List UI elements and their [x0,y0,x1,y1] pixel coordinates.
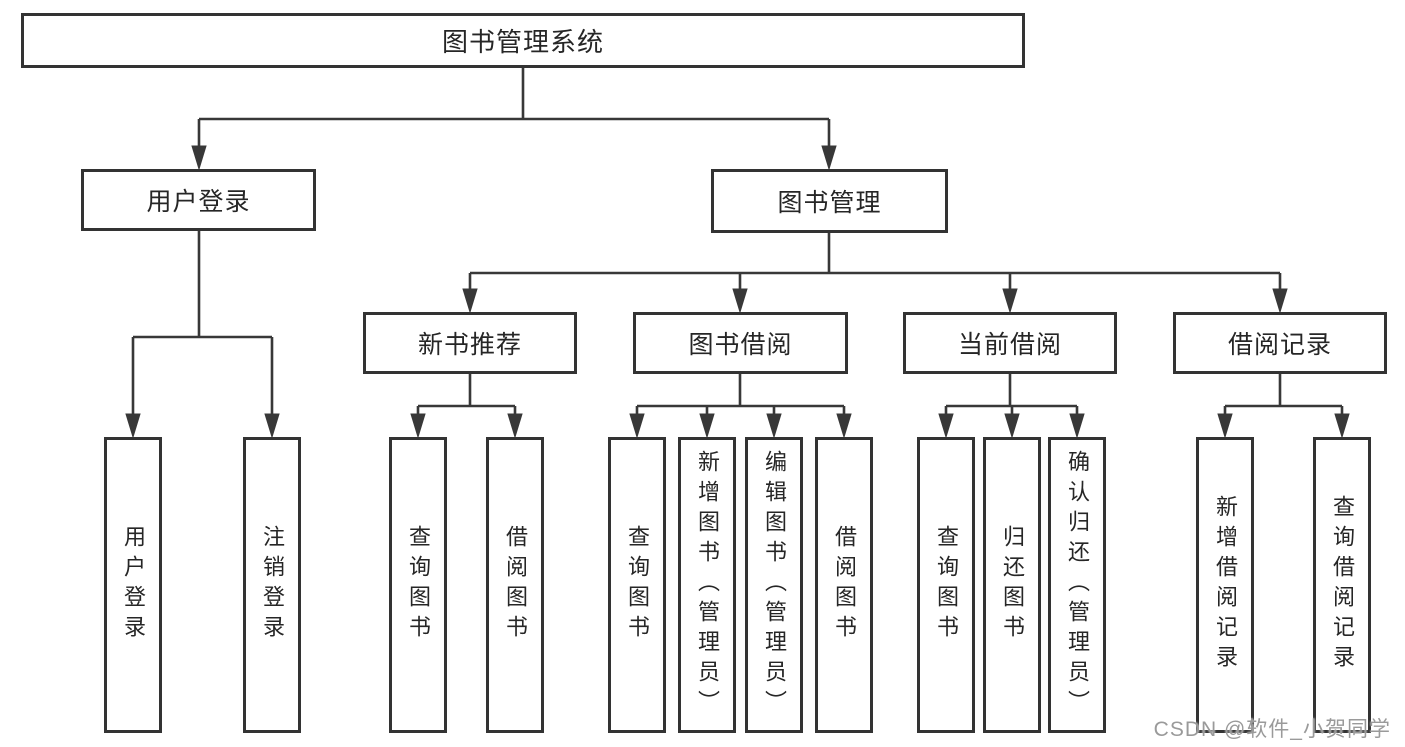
leaf-add-books-admin-label: 新增图书（管理员） [695,450,720,720]
leaf-return-books-label: 归还图书 [1000,525,1025,645]
leaf-query-books-current: 查询图书 [917,437,975,733]
leaf-add-borrow-record: 新增借阅记录 [1196,437,1254,733]
leaf-return-books: 归还图书 [983,437,1041,733]
leaf-add-borrow-record-label: 新增借阅记录 [1213,495,1238,675]
leaf-edit-books-admin: 编辑图书（管理员） [745,437,803,733]
node-borrowing-records: 借阅记录 [1173,312,1387,374]
leaf-query-books-recommend: 查询图书 [389,437,447,733]
leaf-query-books-borrow-label: 查询图书 [625,525,650,645]
node-new-book-recommend: 新书推荐 [363,312,577,374]
leaf-query-books-borrow: 查询图书 [608,437,666,733]
leaf-query-books-current-label: 查询图书 [934,525,959,645]
leaf-borrow-books-recommend: 借阅图书 [486,437,544,733]
node-current-borrowing: 当前借阅 [903,312,1117,374]
node-book-management: 图书管理 [711,169,948,233]
leaf-add-books-admin: 新增图书（管理员） [678,437,736,733]
leaf-logout-login-label: 注销登录 [260,525,285,645]
leaf-user-login: 用户登录 [104,437,162,733]
node-user-login: 用户登录 [81,169,316,231]
leaf-confirm-return-admin-label: 确认归还（管理员） [1065,450,1090,720]
leaf-query-borrow-record: 查询借阅记录 [1313,437,1371,733]
leaf-borrow-books: 借阅图书 [815,437,873,733]
leaf-logout-login: 注销登录 [243,437,301,733]
leaf-query-borrow-record-label: 查询借阅记录 [1330,495,1355,675]
leaf-edit-books-admin-label: 编辑图书（管理员） [762,450,787,720]
leaf-borrow-books-recommend-label: 借阅图书 [503,525,528,645]
node-library-management-system: 图书管理系统 [21,13,1025,68]
leaf-query-books-recommend-label: 查询图书 [406,525,431,645]
leaf-borrow-books-label: 借阅图书 [832,525,857,645]
node-book-borrowing: 图书借阅 [633,312,848,374]
leaf-user-login-label: 用户登录 [121,525,146,645]
leaf-confirm-return-admin: 确认归还（管理员） [1048,437,1106,733]
